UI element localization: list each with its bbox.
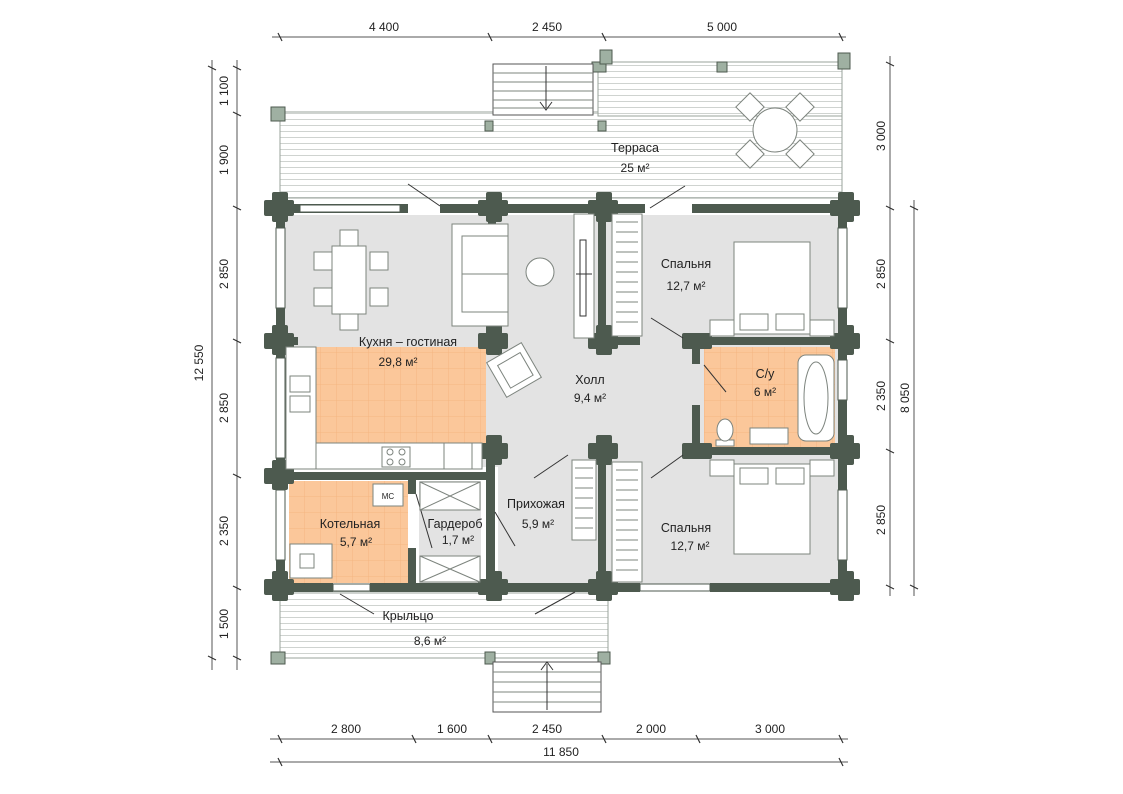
entrance-area: 5,9 м² [522,517,554,531]
dimension-right: 3 000 2 850 2 350 2 850 8 050 [874,56,919,596]
bedroom1-name: Спальня [661,257,711,271]
dim-top-3: 5 000 [707,20,737,34]
boiler-tank-icon [289,543,333,579]
bedroom2-name: Спальня [661,521,711,535]
dim-bottom-1: 2 800 [331,722,361,736]
porch: Крыльцо 8,6 м² [270,591,611,713]
coffee-table-icon [525,257,555,287]
doors [339,183,727,615]
stove-icon [381,446,411,468]
dim-top-1: 4 400 [369,20,399,34]
kitchen-name: Кухня – гостиная [359,335,457,349]
wardrobe-2 [611,461,643,583]
hall-name: Холл [575,373,604,387]
bedroom1-area: 12,7 м² [667,279,706,293]
dining-set-icon [313,229,389,331]
terrace-table-icon [735,92,815,169]
dim-right-2: 2 850 [874,259,888,289]
bed-1-icon [709,241,835,337]
terrace: Терраса 25 м² [270,49,851,199]
dim-right-total: 8 050 [898,383,912,413]
dim-bottom-3: 2 450 [532,722,562,736]
wardrobe-name: Гардероб [428,517,483,531]
bathroom-area: 6 м² [754,385,776,399]
dim-right-4: 2 850 [874,505,888,535]
bathtub-icon [797,354,835,442]
terrace-area: 25 м² [621,161,650,175]
bathroom-name: С/у [756,367,776,381]
dim-left-1: 1 100 [217,76,231,106]
dimension-top: 4 400 2 450 5 000 [272,20,846,42]
porch-steps [492,661,602,713]
dim-bottom-2: 1 600 [437,722,467,736]
fridge-icon [443,442,473,470]
boiler-unit-icon: МС [372,483,404,507]
wall-corners [264,192,860,601]
porch-name: Крыльцо [383,609,434,623]
wardrobe-shelves [419,481,481,583]
dim-right-3: 2 350 [874,381,888,411]
dim-left-6: 1 500 [217,609,231,639]
boiler-area: 5,7 м² [340,535,372,549]
bed-2-icon [709,459,835,555]
sink-icon [749,427,789,445]
windows [275,204,848,592]
tv-stand-icon [573,213,595,339]
dim-left-total: 12 550 [192,344,206,381]
dimension-left: 1 100 1 900 2 850 2 850 2 350 1 500 12 5… [192,60,242,670]
sofa-icon [451,223,509,327]
wardrobe-1 [611,213,643,337]
dim-bottom-4: 2 000 [636,722,666,736]
terrace-name: Терраса [611,141,659,155]
hall-area: 9,4 м² [574,391,606,405]
wardrobe-3 [571,459,597,541]
bedroom2-area: 12,7 м² [671,539,710,553]
dim-left-5: 2 350 [217,516,231,546]
toilet-icon [715,418,735,447]
dimension-bottom: 2 800 1 600 2 450 2 000 3 000 11 850 [270,722,848,767]
terrace-steps [492,63,594,116]
dim-bottom-5: 3 000 [755,722,785,736]
boiler-name: Котельная [320,517,381,531]
kitchen-counter [285,346,483,470]
wardrobe-area: 1,7 м² [442,533,474,547]
porch-area: 8,6 м² [414,634,446,648]
dim-left-2: 1 900 [217,145,231,175]
dim-left-3: 2 850 [217,259,231,289]
dim-right-1: 3 000 [874,121,888,151]
kitchen-area: 29,8 м² [379,355,418,369]
armchair-icon [485,341,543,399]
dim-left-4: 2 850 [217,393,231,423]
dim-bottom-total: 11 850 [543,745,579,759]
entrance-name: Прихожая [507,497,565,511]
boiler-unit-label: МС [382,492,395,501]
dim-top-2: 2 450 [532,20,562,34]
